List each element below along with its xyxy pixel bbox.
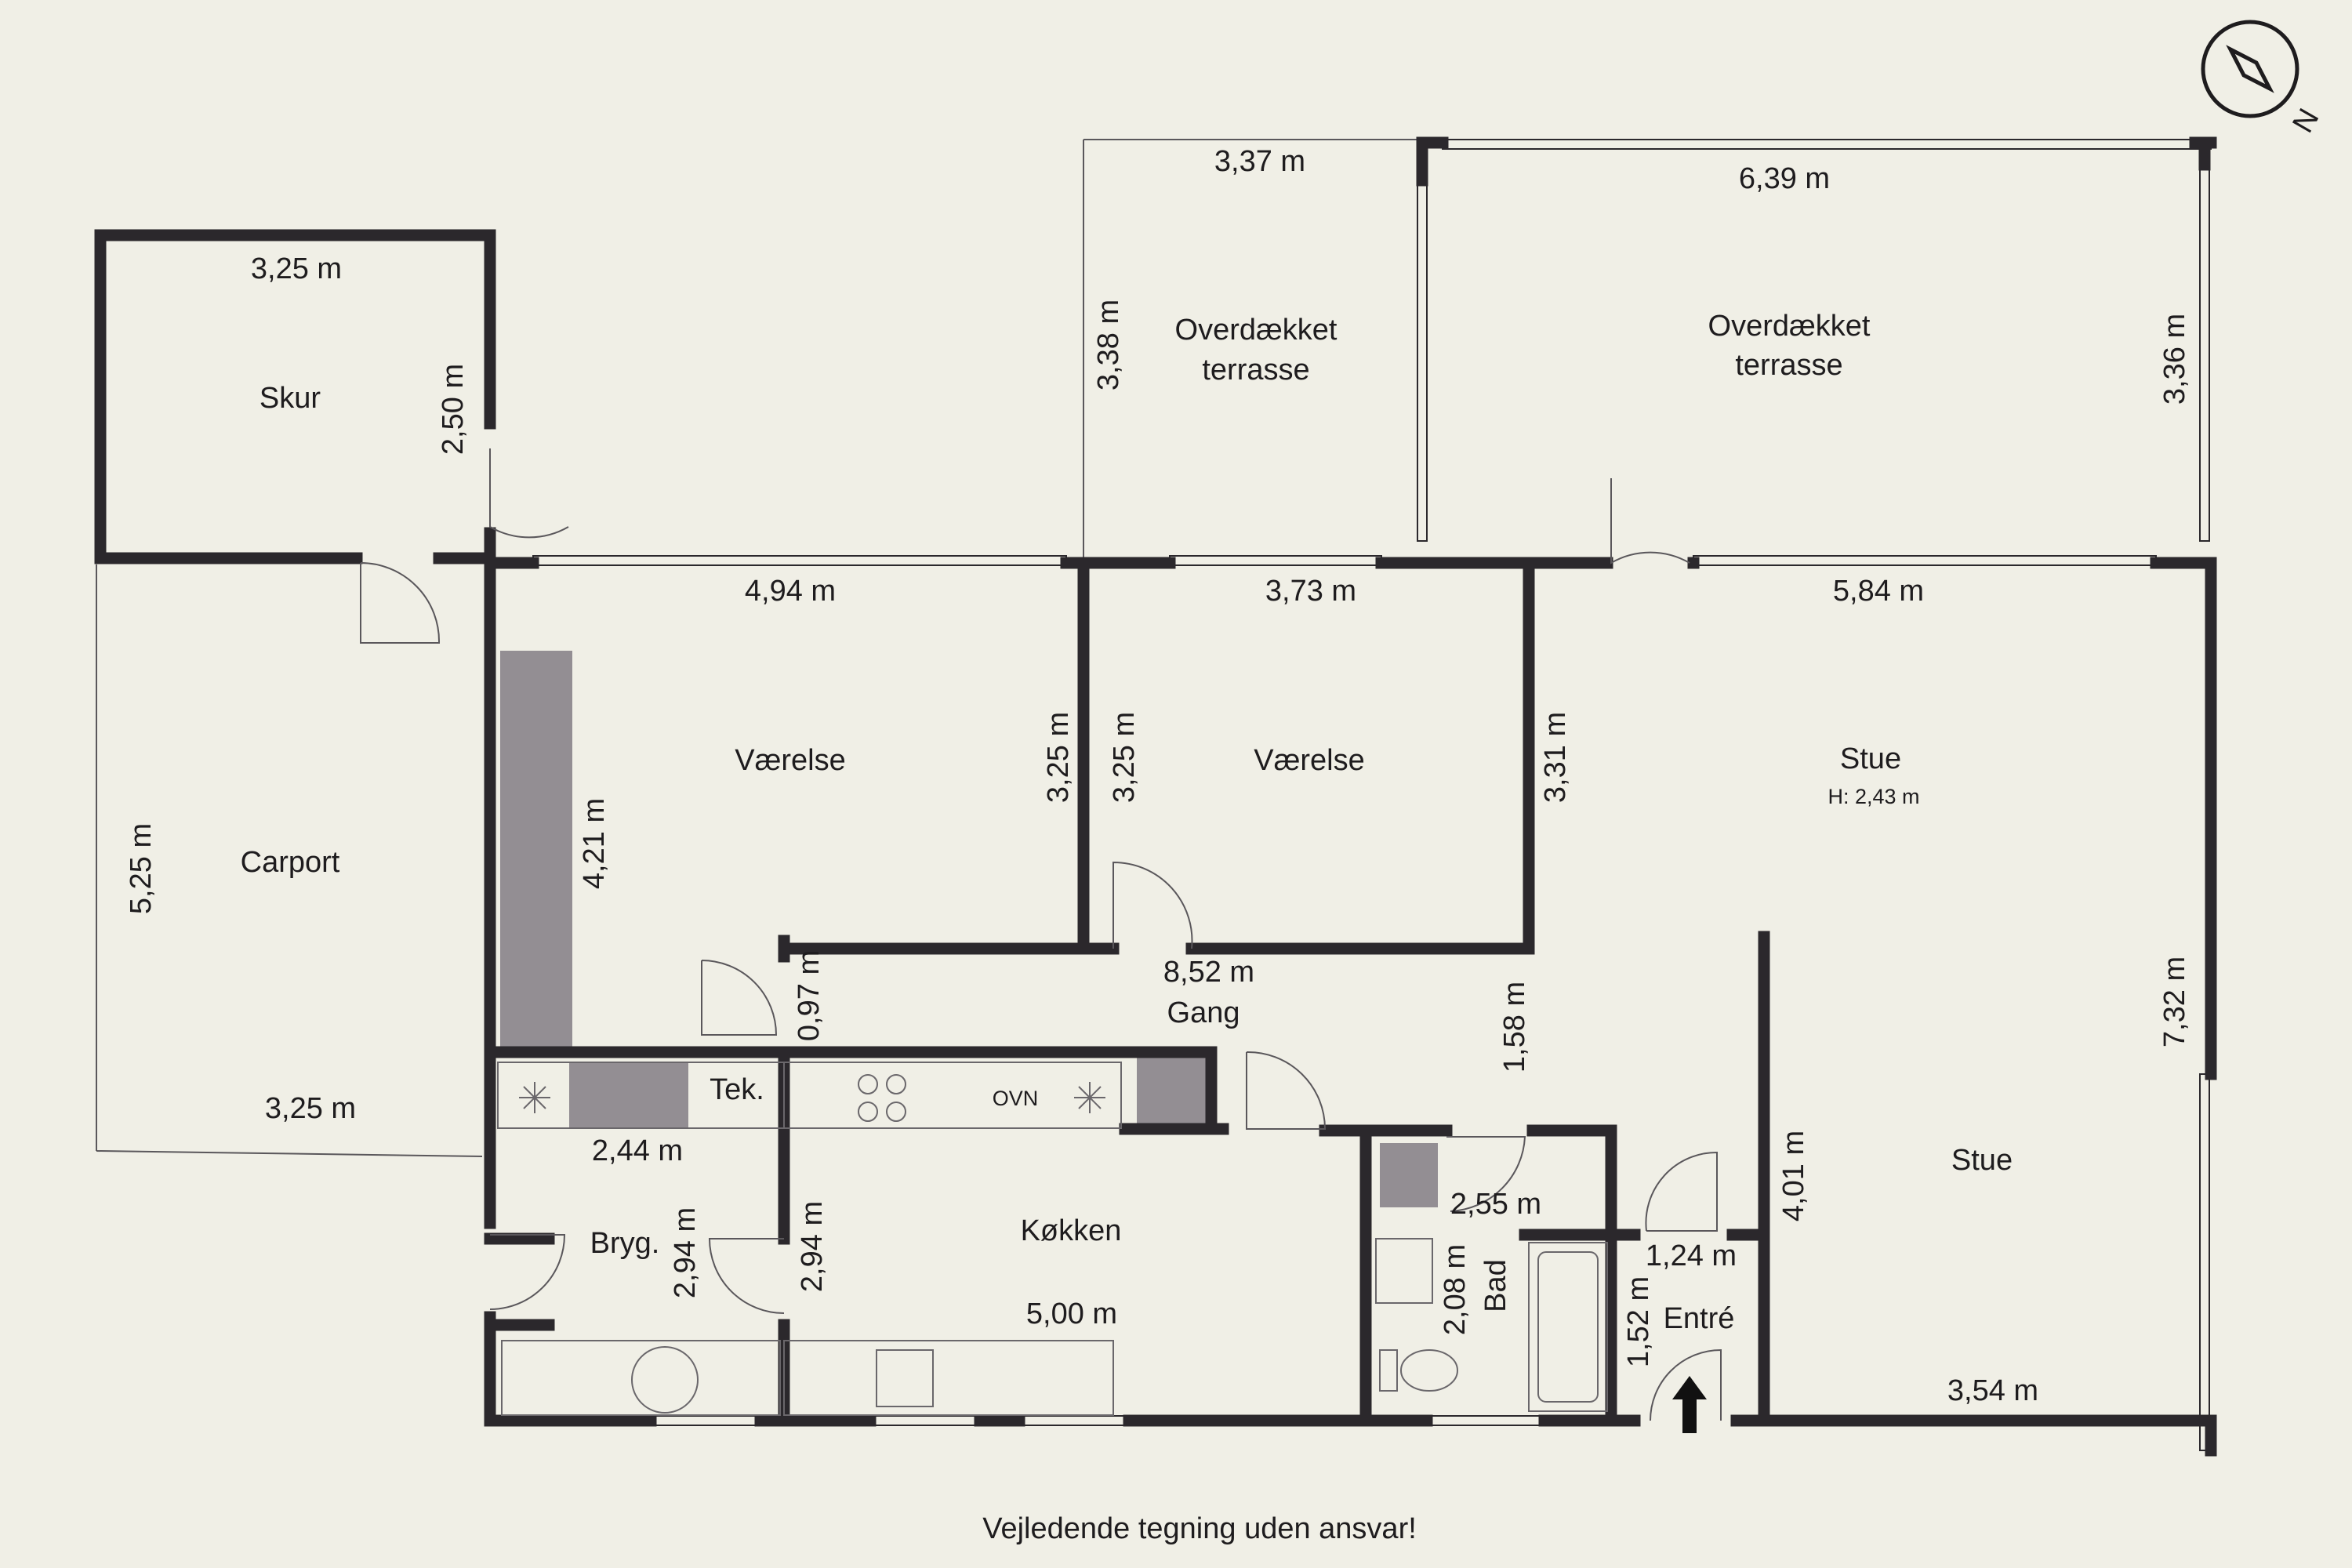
dim-stue-h: 7,32 m <box>2158 956 2191 1047</box>
room-tek: Tek. <box>710 1073 764 1106</box>
dim-carport-h: 5,25 m <box>125 823 158 914</box>
dim-vaer-left-h2: 4,21 m <box>578 798 611 889</box>
dim-bad-w: 2,55 m <box>1450 1188 1541 1221</box>
room-kokken: Køkken <box>1021 1214 1122 1247</box>
dim-carport-w: 3,25 m <box>265 1092 356 1125</box>
walls <box>94 136 2217 1457</box>
room-carport: Carport <box>241 846 340 879</box>
dim-vaer-left-h: 3,25 m <box>1042 712 1075 803</box>
room-vaerelse-left: Værelse <box>735 744 846 777</box>
dimension-labels: 3,25 m 2,50 m 5,25 m 3,25 m 3,37 m 3,38 … <box>125 145 2191 1407</box>
room-bryg: Bryg. <box>590 1227 660 1260</box>
dim-vaer-mid-h: 3,25 m <box>1108 712 1141 803</box>
dim-bad-h: 2,08 m <box>1439 1244 1472 1335</box>
dim-stue-w: 5,84 m <box>1833 575 1924 608</box>
room-terrasse-left-2: terrasse <box>1202 354 1309 387</box>
dim-skur-h: 2,50 m <box>437 364 470 455</box>
dim-bryg-h: 2,94 m <box>669 1207 702 1298</box>
dim-terr-right-w: 6,39 m <box>1739 162 1830 195</box>
room-vaerelse-mid: Værelse <box>1254 744 1365 777</box>
dim-gang-h: 1,58 m <box>1498 982 1531 1073</box>
doors <box>360 448 1722 1421</box>
room-entre: Entré <box>1664 1302 1735 1335</box>
compass-north-label: N <box>2286 103 2325 139</box>
compass-icon <box>2201 20 2299 118</box>
outline-lines <box>96 139 1435 1157</box>
room-terrasse-left-1: Overdækket <box>1175 314 1338 347</box>
dim-entre-w: 1,24 m <box>1646 1240 1737 1272</box>
room-terrasse-right-2: terrasse <box>1735 349 1842 382</box>
dim-gang-small: 0,97 m <box>793 950 826 1041</box>
room-gang: Gang <box>1167 996 1240 1029</box>
footer-disclaimer: Vejledende tegning uden ansvar! <box>982 1512 1417 1545</box>
dim-kok-h: 2,94 m <box>796 1201 829 1292</box>
dim-entre-h: 1,52 m <box>1622 1276 1655 1367</box>
dim-vaer-mid-w: 3,73 m <box>1265 575 1356 608</box>
entrance-arrow-icon <box>1672 1376 1707 1433</box>
windows <box>532 139 2212 1451</box>
freezer-icon <box>519 1082 550 1113</box>
dim-vaer-mid-h2: 3,31 m <box>1539 712 1572 803</box>
room-stue-bottom: Stue <box>1951 1144 2013 1177</box>
dim-stue-inner-h: 4,01 m <box>1777 1131 1810 1221</box>
room-stue-top: Stue <box>1840 742 1901 775</box>
room-labels: Skur Carport Overdækket terrasse Overdæk… <box>241 310 2013 1335</box>
oven-label: OVN <box>993 1087 1039 1110</box>
room-skur: Skur <box>260 382 321 415</box>
room-terrasse-right-1: Overdækket <box>1708 310 1871 343</box>
dim-tek-w: 2,44 m <box>592 1134 683 1167</box>
room-bad: Bad <box>1479 1259 1512 1312</box>
dim-skur-w: 3,25 m <box>251 252 342 285</box>
dim-terr-left-h: 3,38 m <box>1092 299 1125 390</box>
dim-terr-left-w: 3,37 m <box>1214 145 1305 178</box>
fixtures <box>497 1062 1608 1416</box>
dim-stue-bottom-w: 3,54 m <box>1947 1374 2038 1407</box>
fridge-icon <box>1074 1082 1105 1113</box>
dim-kok-w: 5,00 m <box>1026 1298 1117 1330</box>
storage-fills <box>500 651 1438 1207</box>
room-stue-height: H: 2,43 m <box>1828 785 1919 808</box>
dim-terr-right-h: 3,36 m <box>2158 314 2191 405</box>
dim-gang-w: 8,52 m <box>1163 956 1254 989</box>
dim-vaer-left-w: 4,94 m <box>745 575 836 608</box>
